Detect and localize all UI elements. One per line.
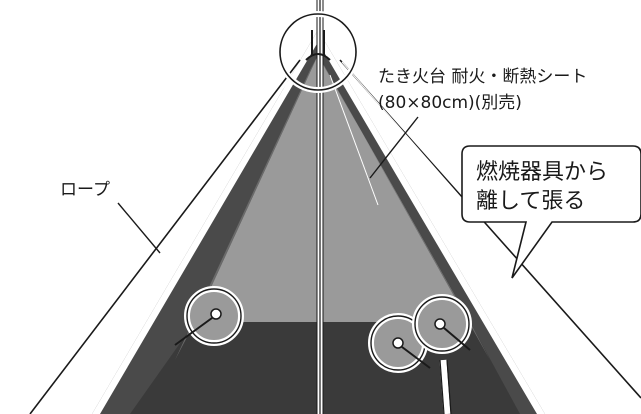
- tent-left-wall-shadow: [175, 55, 318, 360]
- right-peg-icon-b: [434, 318, 471, 351]
- fire-sheet-label-line1: たき火台 耐火・断熱シート: [378, 67, 587, 87]
- top-vent-highlight: [279, 13, 357, 91]
- right-peg-highlight-b: [414, 296, 470, 352]
- right-peg-icon-a: [392, 337, 431, 369]
- top-hook-icon: [305, 30, 331, 61]
- callout-line2: 離して張る: [476, 189, 585, 214]
- callout-line1: 燃焼器具から: [476, 160, 608, 185]
- fire-sheet-label-line2: (80×80cm)(別売): [378, 93, 522, 113]
- right-peg-leader-edge-left: [439, 359, 445, 414]
- right-peg-leader-edge-right: [446, 359, 452, 414]
- rope-leader-line: [117, 202, 161, 254]
- guy-rope-left: [29, 59, 301, 414]
- left-peg-highlight: [186, 288, 242, 344]
- tent-right-wall-shadow: [318, 55, 490, 360]
- left-peg-icon: [174, 308, 222, 346]
- fire-sheet-leader-line: [369, 116, 419, 179]
- guy-rope-left-inner: [34, 61, 304, 414]
- tent-right-edge: [318, 30, 545, 414]
- tent-left-edge: [92, 30, 318, 414]
- tent-seam: [329, 74, 379, 206]
- rope-label: ロープ: [60, 180, 110, 200]
- tent-inner-panel: [195, 55, 470, 322]
- guy-rope-right-inner: [341, 61, 641, 404]
- right-peg-leader: [439, 359, 451, 414]
- callout-bubble: [461, 145, 641, 279]
